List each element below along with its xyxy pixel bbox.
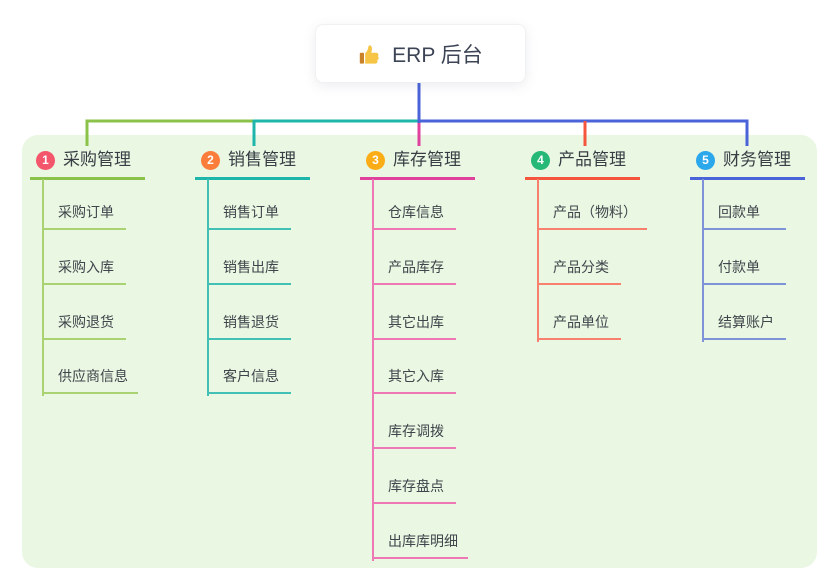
connector-segment <box>85 119 254 146</box>
branch-trunk-line <box>207 179 209 396</box>
branch-number-badge: 5 <box>696 150 715 170</box>
branch-label: 采购管理 <box>63 150 131 169</box>
child-node[interactable]: 出库库明细 <box>372 531 468 559</box>
branch-label: 库存管理 <box>393 150 461 169</box>
child-node[interactable]: 客户信息 <box>207 366 291 394</box>
connector-segment <box>252 119 419 146</box>
thumbs-up-icon <box>358 42 382 66</box>
child-node[interactable]: 采购订单 <box>42 202 126 230</box>
branch-label: 销售管理 <box>228 150 296 169</box>
child-node[interactable]: 产品单位 <box>537 312 621 340</box>
child-node[interactable]: 库存调拨 <box>372 421 456 449</box>
branch-4: 4 产品管理产品（物料） 产品分类产品单位 <box>525 0 700 588</box>
child-node[interactable]: 采购入库 <box>42 257 126 285</box>
branches-panel <box>22 135 817 568</box>
branch-number-badge: 3 <box>366 150 385 170</box>
root-title: ERP 后台 <box>392 43 483 67</box>
child-node[interactable]: 销售订单 <box>207 202 291 230</box>
child-node[interactable]: 付款单 <box>702 257 786 285</box>
child-node[interactable]: 回款单 <box>702 202 786 230</box>
connector-segment <box>419 119 749 146</box>
child-node[interactable]: 产品库存 <box>372 257 456 285</box>
branch-number-badge: 2 <box>201 150 220 170</box>
branch-label: 财务管理 <box>723 150 791 169</box>
branch-5: 5 财务管理回款单付款单结算账户 <box>690 0 839 588</box>
branch-2: 2 销售管理销售订单销售出库销售退货客户信息 <box>195 0 370 588</box>
root-node[interactable]: ERP 后台 <box>315 24 526 83</box>
child-node[interactable]: 销售出库 <box>207 257 291 285</box>
branch-trunk-line <box>702 179 704 342</box>
child-node[interactable]: 结算账户 <box>702 312 786 340</box>
child-node[interactable]: 其它出库 <box>372 312 456 340</box>
child-node[interactable]: 仓库信息 <box>372 202 456 230</box>
branch-trunk-line <box>42 179 44 396</box>
child-node[interactable]: 产品（物料） <box>537 202 647 230</box>
child-node[interactable]: 供应商信息 <box>42 366 138 394</box>
branch-trunk-line <box>537 179 539 342</box>
branch-header[interactable]: 2 销售管理 <box>195 150 310 180</box>
child-node[interactable]: 产品分类 <box>537 257 621 285</box>
child-node[interactable]: 采购退货 <box>42 312 126 340</box>
branch-header[interactable]: 5 财务管理 <box>690 150 805 180</box>
branch-trunk-line <box>372 179 374 561</box>
child-node[interactable]: 销售退货 <box>207 312 291 340</box>
branch-number-badge: 1 <box>36 150 55 170</box>
branch-1: 1 采购管理采购订单采购入库采购退货供应商信息 <box>30 0 205 588</box>
branch-header[interactable]: 3 库存管理 <box>360 150 475 180</box>
child-node[interactable]: 其它入库 <box>372 366 456 394</box>
branch-number-badge: 4 <box>531 150 550 170</box>
branch-label: 产品管理 <box>558 150 626 169</box>
branch-header[interactable]: 1 采购管理 <box>30 150 145 180</box>
branch-3: 3 库存管理仓库信息产品库存其它出库其它入库库存调拨库存盘点出库库明细 <box>360 0 535 588</box>
branch-header[interactable]: 4 产品管理 <box>525 150 640 180</box>
child-node[interactable]: 库存盘点 <box>372 476 456 504</box>
